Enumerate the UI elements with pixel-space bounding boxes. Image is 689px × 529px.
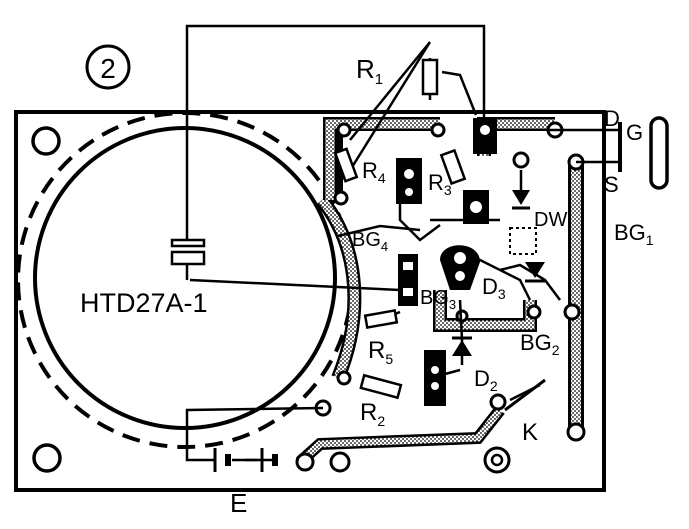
label-r5: R5 <box>368 337 393 367</box>
circuit-board <box>14 110 606 492</box>
resistor-r4 <box>333 147 359 183</box>
speaker-dashed-ring <box>16 111 354 449</box>
label-bg4: BG4 <box>352 229 388 254</box>
fet-bg1 <box>618 116 669 190</box>
resistor-r1 <box>421 58 439 96</box>
diode-d2 <box>452 336 472 356</box>
resistor-r3 <box>439 148 467 186</box>
label-d3: D3 <box>482 274 506 302</box>
label-r4: R4 <box>362 158 386 186</box>
zener-diode-dw <box>509 170 537 255</box>
label-d2: D2 <box>474 366 498 394</box>
label-bg2: BG2 <box>520 330 560 358</box>
speaker-outline <box>33 126 337 430</box>
battery-e <box>213 448 278 472</box>
mounting-hole-bottom-left <box>32 443 62 473</box>
label-k: K <box>522 419 538 446</box>
label-d: D <box>604 106 620 131</box>
label-bg3: BG3 <box>420 287 456 312</box>
figure-number: 2 <box>85 44 131 90</box>
label-e: E <box>230 488 247 518</box>
switch-k <box>504 378 546 412</box>
piezo-buzzer-symbol <box>170 238 206 280</box>
resistors <box>333 58 467 400</box>
pad-top-right <box>473 118 497 154</box>
mounting-hole-bottom-right <box>483 446 511 474</box>
transistor-lower <box>424 350 446 406</box>
label-r2: R2 <box>360 399 385 429</box>
label-g: G <box>626 120 643 145</box>
part-label: HTD27A-1 <box>80 288 208 318</box>
resistor-r2 <box>359 373 403 400</box>
transistor-bg3 <box>440 245 480 290</box>
label-dw: DW <box>534 209 567 231</box>
transistor-upper <box>396 158 422 204</box>
transistor-bg4 <box>398 254 418 306</box>
diode-d3 <box>525 262 545 283</box>
label-s: S <box>604 172 619 197</box>
mounting-hole-top-left <box>31 126 61 156</box>
resistor-r5 <box>363 309 399 329</box>
figure-number-text: 2 <box>100 53 116 84</box>
label-r3: R3 <box>428 170 452 198</box>
label-r1: R1 <box>356 54 383 88</box>
label-bg1: BG1 <box>614 220 654 248</box>
wiring <box>185 24 620 462</box>
transistors <box>396 118 497 406</box>
